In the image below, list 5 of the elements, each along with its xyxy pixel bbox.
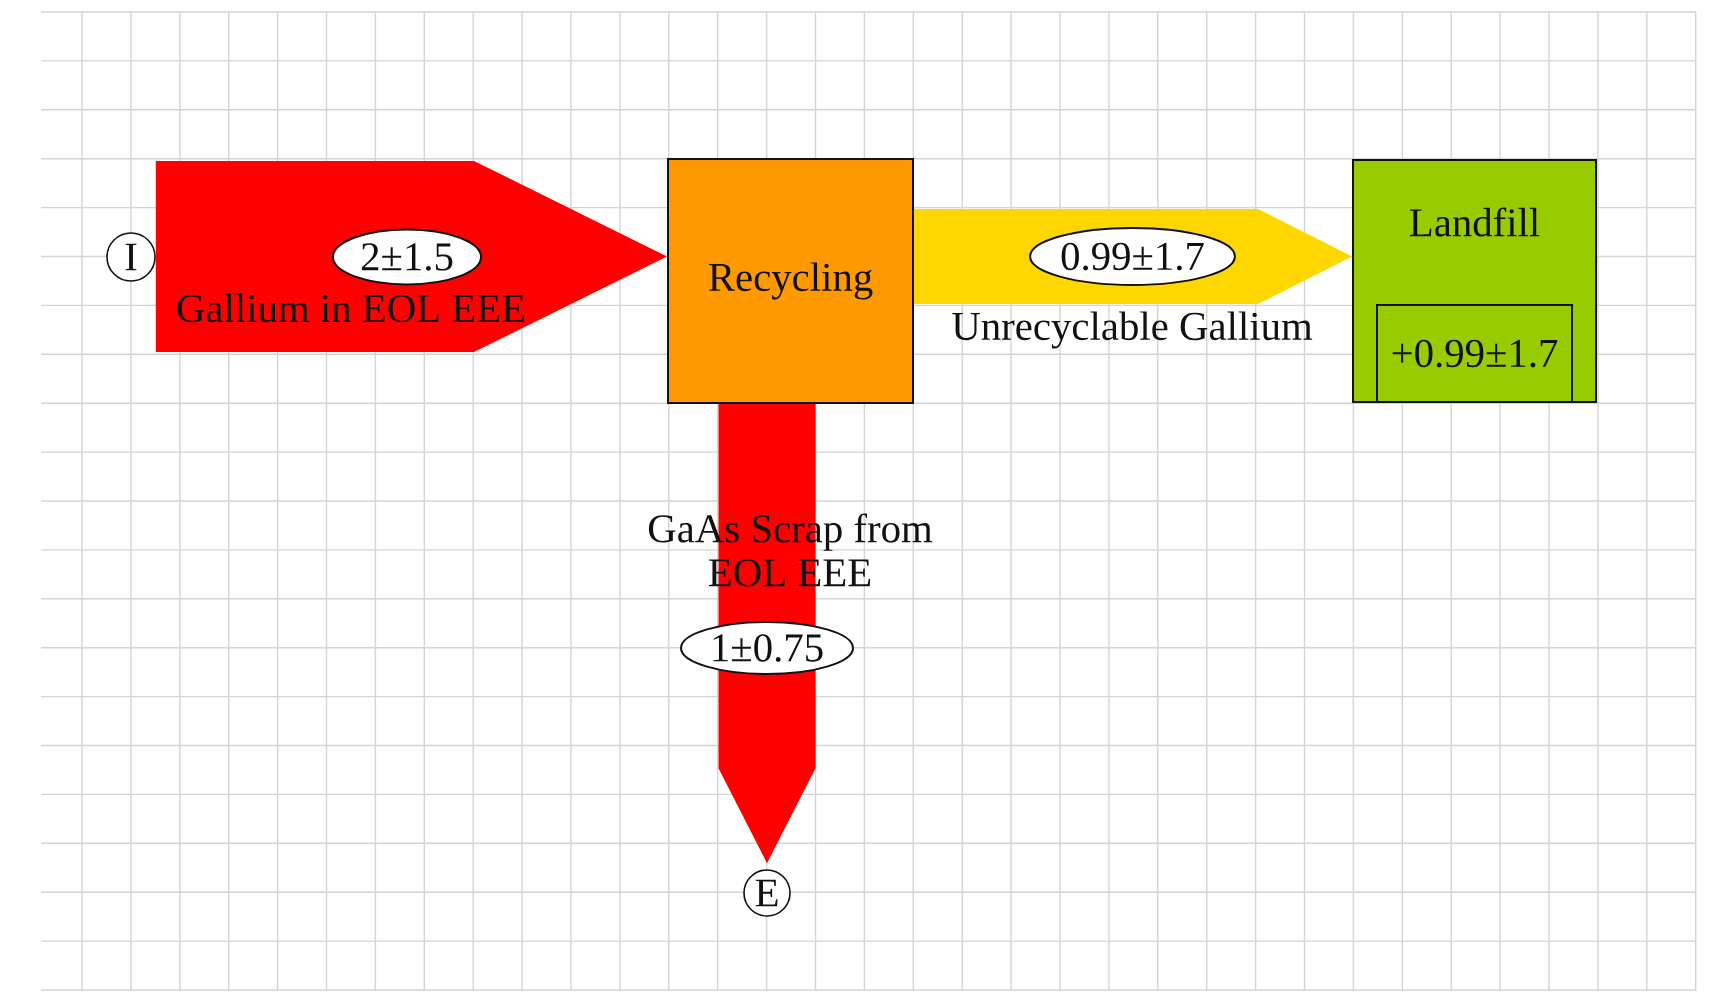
- flow-label: Gallium in EOL EEE: [177, 293, 525, 323]
- value-box: +0.99±1.7: [1376, 304, 1573, 403]
- flow-label: Unrecyclable Gallium: [952, 311, 1313, 349]
- flow-arrow: [155, 161, 667, 352]
- process-box: Recycling: [667, 158, 914, 404]
